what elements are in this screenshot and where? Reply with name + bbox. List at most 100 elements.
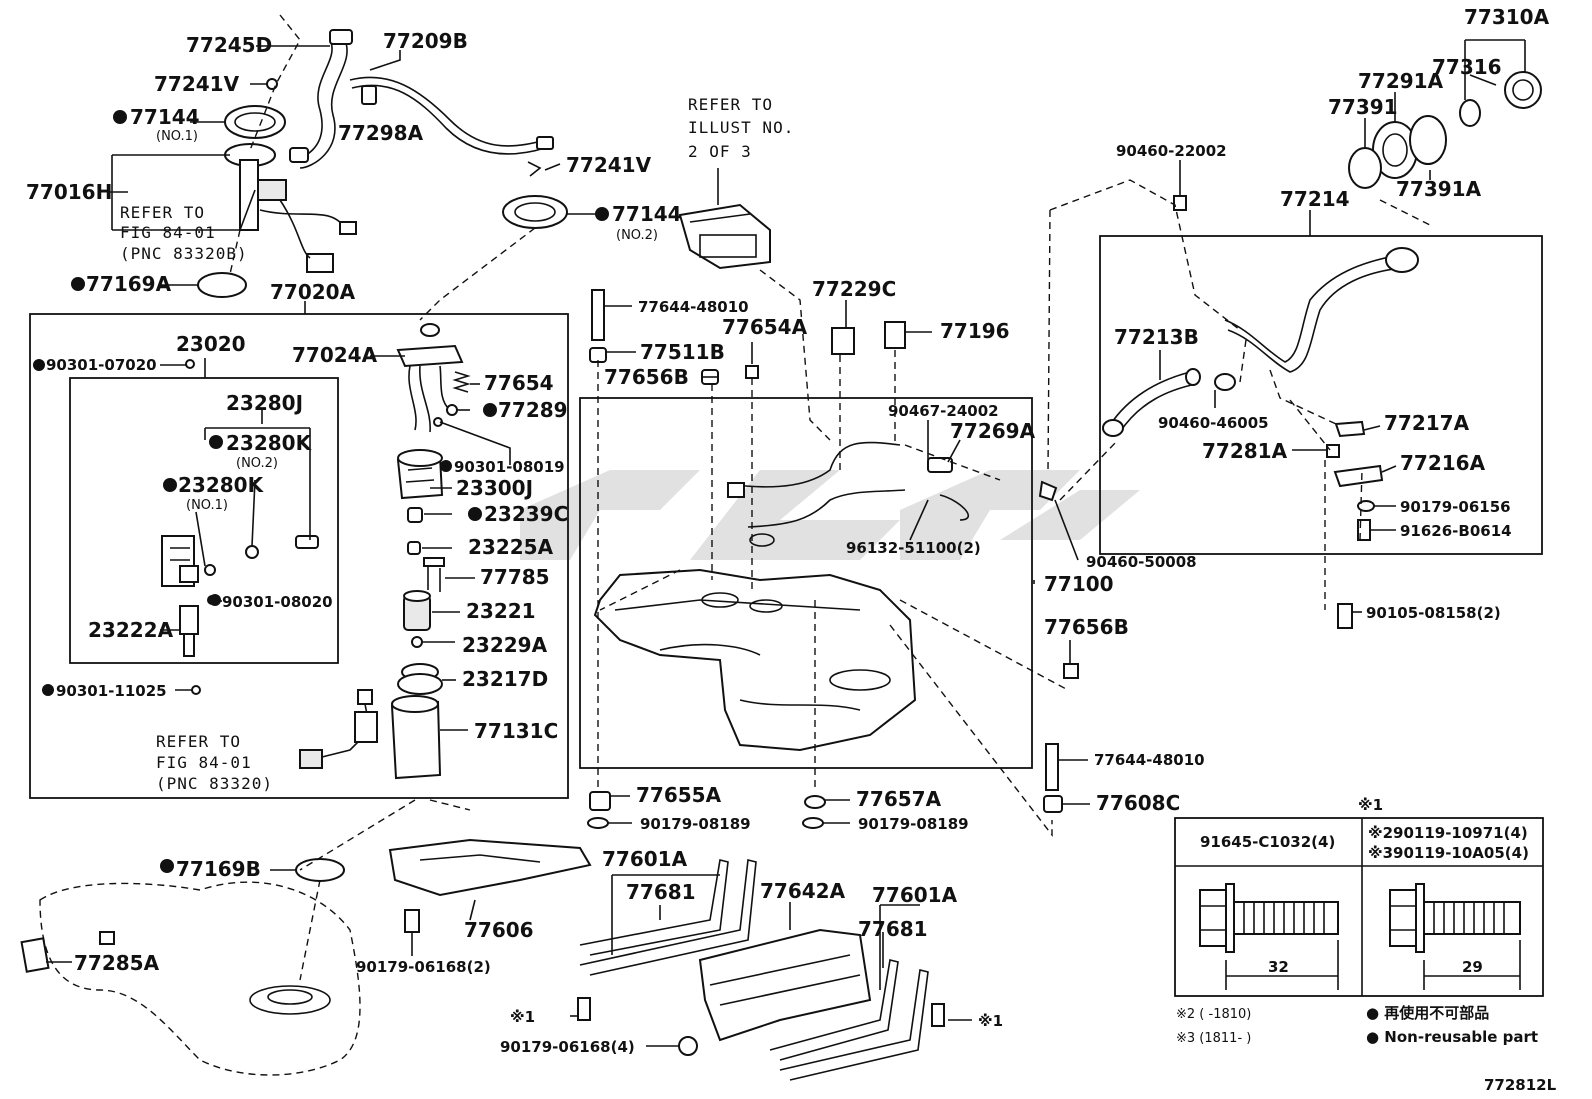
legend-en: ● Non-reusable part — [1366, 1028, 1538, 1046]
label-77298A: 77298A — [338, 121, 424, 145]
label-77681-b: 77681 — [858, 917, 928, 941]
label-77196: 77196 — [940, 319, 1010, 343]
charcoal-canister — [678, 203, 771, 270]
label-96132-51100: 96132-51100(2) — [846, 539, 981, 557]
label-23222A: 23222A — [88, 618, 174, 642]
label-77024A: 77024A — [292, 343, 378, 367]
dim-29: 29 — [1462, 958, 1483, 976]
label-90179-08189-a: 90179-08189 — [640, 815, 751, 833]
label-77391: 77391 — [1328, 95, 1398, 119]
assembly-box-77214 — [1099, 235, 1543, 555]
bolt-77644-48010-b — [1045, 743, 1059, 791]
label-77241V: 77241V — [154, 72, 240, 96]
bolt-90105-08158 — [1337, 603, 1353, 629]
dim-32: 32 — [1268, 958, 1289, 976]
bolt-90179-06168-4 — [678, 1036, 698, 1056]
nut-77654A — [745, 365, 759, 379]
oring-77391A — [1409, 115, 1447, 165]
note-23280K-no1: (NO.1) — [186, 498, 228, 513]
wire-77785 — [423, 557, 445, 592]
label-77656B-b: 77656B — [1044, 615, 1129, 639]
label-77131C: 77131C — [474, 719, 558, 743]
refer-a-line1: REFER TO — [120, 203, 205, 222]
label-77681-a: 77681 — [626, 880, 696, 904]
label-77144-no2: 77144 — [612, 202, 682, 226]
label-90179-08189-b: 90179-08189 — [858, 815, 969, 833]
label-77316: 77316 — [1432, 55, 1502, 79]
label-90460-22002: 90460-22002 — [1116, 142, 1227, 160]
clamp-77196 — [884, 321, 906, 349]
bolt-90179-06168-2 — [404, 909, 420, 933]
label-23020: 23020 — [176, 332, 246, 356]
label-77241V-b: 77241V — [566, 153, 652, 177]
gasket-77169A — [197, 272, 247, 298]
bracket-77217A — [1334, 420, 1366, 438]
bolt-91645-C1032: 32 — [1199, 883, 1339, 990]
clamp-90460-46005 — [1214, 373, 1236, 391]
label-77310A: 77310A — [1464, 5, 1550, 29]
label-90301-07020: 90301-07020 — [46, 356, 157, 374]
label-23229A: 23229A — [462, 633, 548, 657]
mark1-left: ※1 — [510, 1008, 535, 1026]
table-col2-header-2: ※390119-10A05(4) — [1368, 844, 1529, 862]
label-77657A: 77657A — [856, 787, 942, 811]
label-77655A: 77655A — [636, 783, 722, 807]
pad-77285A — [20, 931, 115, 973]
label-23280K-no1: 23280K — [178, 473, 265, 497]
gasket-77169B — [295, 858, 345, 882]
label-77020A: 77020A — [270, 280, 356, 304]
part-labels: 77245D 77209B 77241V 77144 (NO.1) 77298A… — [26, 5, 1550, 1056]
label-90179-06168-2: 90179-06168(2) — [356, 958, 491, 976]
retainer-ring-77144-no2 — [502, 195, 568, 229]
pressure-regulator-23280J — [161, 535, 199, 587]
refer-b-line3: 2 OF 3 — [688, 142, 752, 161]
retainer-ring-77144-no1 — [224, 105, 286, 139]
bolt-77644-48010-a — [591, 289, 605, 341]
label-77217A: 77217A — [1384, 411, 1470, 435]
label-77601A-a: 77601A — [602, 847, 688, 871]
diagram-code: 772812L — [1484, 1076, 1557, 1094]
label-77245D: 77245D — [186, 33, 272, 57]
band-77601A-b — [769, 959, 929, 1081]
cushion-77656B-b — [1063, 663, 1079, 679]
label-23280K-no2: 23280K — [226, 431, 313, 455]
clip-77281A — [1326, 444, 1340, 458]
label-77213B: 77213B — [1114, 325, 1199, 349]
label-77100: 77100 — [1044, 572, 1114, 596]
nut-77608C — [1043, 795, 1063, 813]
label-91626-B0614: 91626-B0614 — [1400, 522, 1512, 540]
washer-90179-08189-a — [587, 817, 609, 829]
case-77131C — [390, 695, 442, 780]
fuel-tank-77100 — [593, 533, 917, 752]
label-77289: 77289 — [498, 398, 568, 422]
label-90467-24002: 90467-24002 — [888, 402, 999, 420]
bolt-mark1-left — [577, 997, 591, 1021]
label-77229C: 77229C — [812, 277, 896, 301]
footnote-2: ※2 ( -1810) — [1176, 1007, 1251, 1022]
label-77785: 77785 — [480, 565, 550, 589]
note-no2: (NO.2) — [616, 228, 658, 243]
legend-jp: ● 再使用不可部品 — [1366, 1004, 1489, 1022]
label-77016H: 77016H — [26, 180, 112, 204]
nut-77657A — [804, 795, 826, 809]
label-77169B: 77169B — [176, 857, 261, 881]
label-90460-50008: 90460-50008 — [1086, 553, 1197, 571]
label-90460-46005: 90460-46005 — [1158, 414, 1269, 432]
label-90179-06156: 90179-06156 — [1400, 498, 1511, 516]
clip-90460-22002 — [1173, 195, 1187, 211]
mark1-right: ※1 — [978, 1012, 1003, 1030]
label-23300J: 23300J — [456, 476, 533, 500]
spring-77654 — [452, 371, 471, 393]
gasket-77316 — [1459, 99, 1481, 127]
assembly-box-77100 — [579, 397, 1033, 769]
clip-77298A — [361, 85, 377, 105]
bolt-90119: 29 — [1389, 883, 1521, 990]
table-mark: ※1 — [1358, 796, 1383, 814]
filter-23217D — [397, 663, 443, 695]
nut-77655A — [589, 791, 611, 811]
label-77511B: 77511B — [640, 340, 725, 364]
hose-77213B — [1102, 368, 1201, 437]
nut-77241V-a — [266, 78, 278, 90]
refer-b-line2: ILLUST NO. — [688, 118, 794, 137]
